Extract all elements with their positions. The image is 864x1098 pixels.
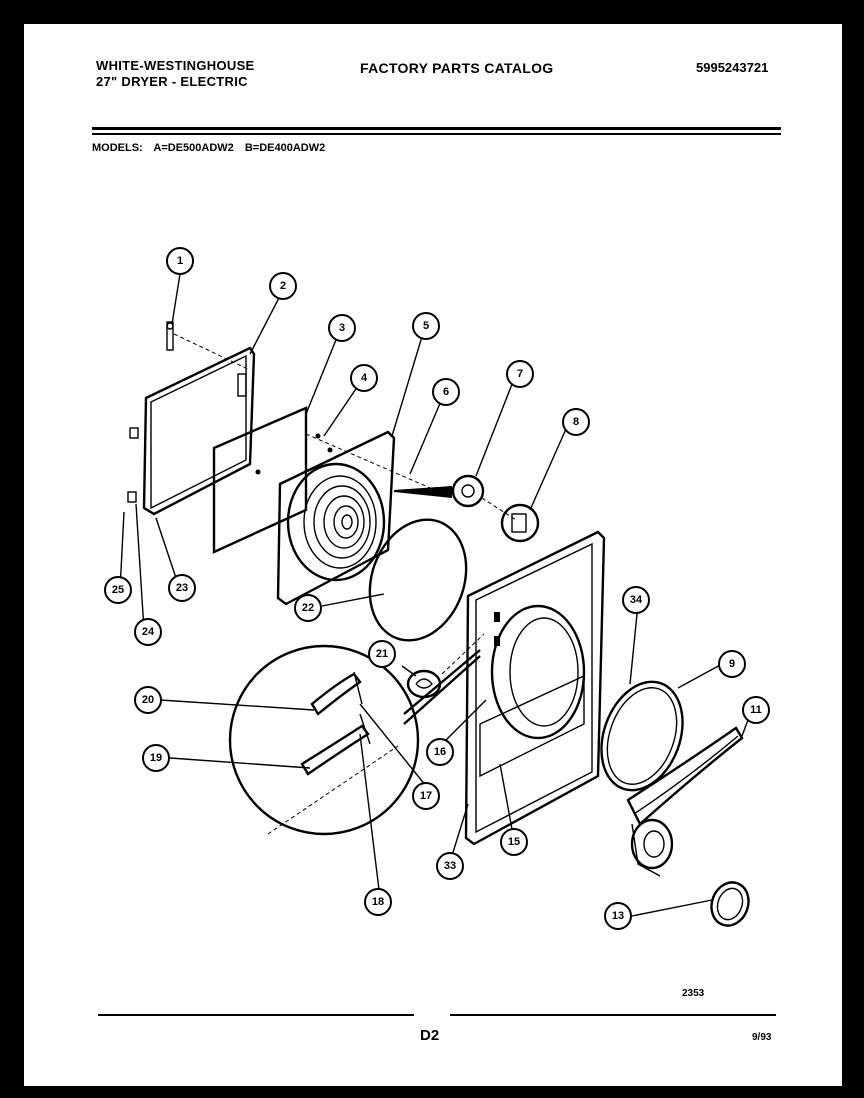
callout-2: 2: [269, 272, 297, 300]
clip-part: [406, 669, 442, 699]
svg-text:15: 15: [508, 836, 520, 848]
brand-name: WHITE-WESTINGHOUSE: [96, 58, 255, 73]
callout-33: 33: [436, 852, 464, 880]
footer-rule-right: [450, 1014, 776, 1016]
svg-text:22: 22: [302, 602, 314, 614]
callout-11: 11: [742, 696, 770, 724]
exploded-parts-diagram: 1 2 3 4 5 6 7 8 9 11 13 15 16 17 18 19 2…: [104, 247, 770, 930]
door-outer-panel-part: [127, 346, 256, 516]
svg-text:19: 19: [150, 752, 162, 764]
page-number: D2: [420, 1027, 440, 1044]
product-description: 27" DRYER - ELECTRIC: [96, 74, 248, 89]
catalog-part-number: 5995243721: [696, 60, 769, 75]
header-rule-thick: [92, 127, 781, 130]
callout-24: 24: [134, 618, 162, 646]
footer-rule-left: [98, 1014, 414, 1016]
svg-text:18: 18: [372, 896, 384, 908]
screw-part: [327, 447, 333, 453]
model-a: A=DE500ADW2: [153, 142, 234, 154]
ring-seal-part: [710, 881, 750, 927]
svg-text:7: 7: [517, 368, 523, 380]
callout-4: 4: [350, 364, 378, 392]
svg-text:13: 13: [612, 910, 624, 922]
svg-text:17: 17: [420, 790, 432, 802]
svg-text:4: 4: [361, 372, 368, 384]
svg-text:20: 20: [142, 694, 154, 706]
callout-16: 16: [426, 738, 454, 766]
callout-25: 25: [104, 576, 132, 604]
svg-text:1: 1: [177, 255, 183, 267]
screw-part: [315, 433, 321, 439]
svg-text:16: 16: [434, 746, 446, 758]
svg-text:23: 23: [176, 582, 188, 594]
callout-9: 9: [718, 650, 746, 678]
callout-34: 34: [622, 586, 650, 614]
svg-text:34: 34: [630, 594, 643, 606]
callout-19: 19: [142, 744, 170, 772]
svg-text:11: 11: [750, 704, 762, 716]
svg-text:24: 24: [142, 626, 155, 638]
callout-22: 22: [294, 594, 322, 622]
callout-5: 5: [412, 312, 440, 340]
door-catch-part: [500, 503, 540, 543]
svg-text:2: 2: [280, 280, 286, 292]
hinge-pin-part: [166, 321, 174, 351]
callout-17: 17: [412, 782, 440, 810]
callout-8: 8: [562, 408, 590, 436]
bearing-ring-part: [600, 680, 684, 792]
model-b: B=DE400ADW2: [244, 142, 326, 154]
models-label: MODELS:: [92, 142, 143, 154]
svg-text:6: 6: [443, 386, 449, 398]
callout-7: 7: [506, 360, 534, 388]
svg-text:9: 9: [729, 658, 735, 670]
door-seal-ring-part: [368, 518, 468, 642]
bearing-ring-inner-edge: [606, 687, 678, 785]
svg-text:3: 3: [339, 322, 345, 334]
header-rule-thin: [92, 133, 781, 135]
models-line: MODELS: A=DE500ADW2 B=DE400ADW2: [92, 142, 333, 154]
drawing-number: 2353: [682, 988, 705, 999]
svg-text:25: 25: [112, 584, 124, 596]
door-liner-panel-part: [212, 406, 308, 554]
callout-23: 23: [168, 574, 196, 602]
callout-21: 21: [368, 640, 396, 668]
catalog-date: 9/93: [752, 1032, 772, 1043]
callout-1: 1: [166, 247, 194, 275]
front-panel-part: [464, 530, 606, 846]
callout-6: 6: [432, 378, 460, 406]
inner-door-window-part: [276, 430, 396, 606]
svg-text:21: 21: [376, 648, 388, 660]
callout-3: 3: [328, 314, 356, 342]
callout-18: 18: [364, 888, 392, 916]
svg-text:5: 5: [423, 320, 429, 332]
svg-text:33: 33: [444, 860, 456, 872]
door-latch-part: [394, 474, 485, 508]
catalog-sheet: WHITE-WESTINGHOUSE 27" DRYER - ELECTRIC …: [24, 24, 842, 1086]
callout-20: 20: [134, 686, 162, 714]
callout-15: 15: [500, 828, 528, 856]
svg-text:8: 8: [573, 416, 579, 428]
lint-duct-part: [626, 726, 744, 877]
catalog-title: FACTORY PARTS CATALOG: [360, 60, 554, 76]
callout-13: 13: [604, 902, 632, 930]
detail-magnifier: [228, 644, 481, 836]
